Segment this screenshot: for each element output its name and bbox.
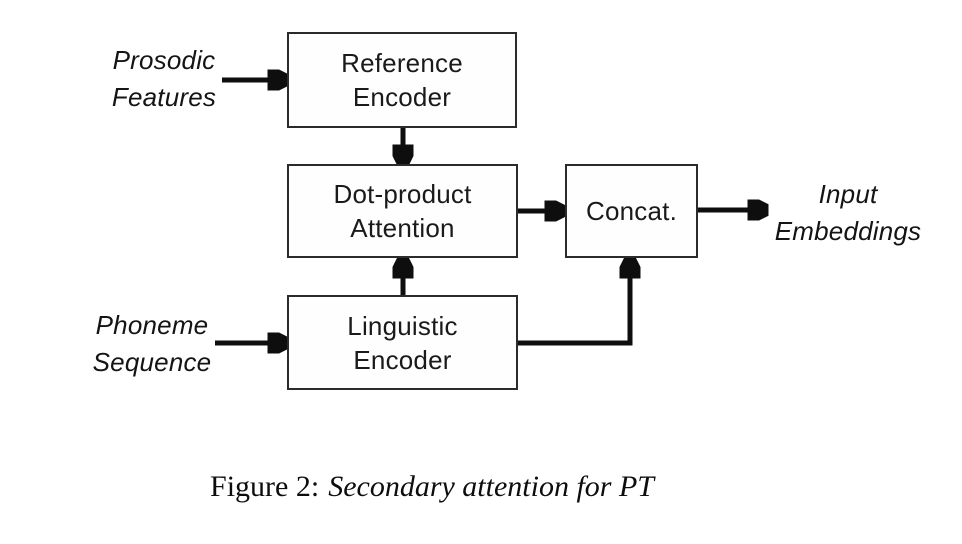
caption-prefix: Figure 2:: [210, 470, 320, 503]
node-label-line: Linguistic: [347, 310, 458, 341]
node-dot-product-attention: Dot-product Attention: [287, 164, 518, 258]
label-line: Input: [818, 179, 878, 209]
label-line: Sequence: [92, 347, 212, 377]
node-label-line: Attention: [350, 213, 455, 243]
node-label-line: Encoder: [352, 82, 452, 112]
node-label-line: Encoder: [353, 344, 452, 375]
label-line: Phoneme: [95, 310, 209, 340]
arrow-linguistic-encoder-to-concat: [518, 264, 630, 346]
label-line: Embeddings: [774, 216, 922, 246]
label-input-embeddings: Input Embeddings: [756, 176, 940, 250]
label-prosodic-features: Prosodic Features: [78, 42, 250, 116]
node-label-line: Reference: [341, 48, 463, 78]
node-reference-encoder: Reference Encoder: [287, 32, 517, 128]
node-label-line: Dot-product: [333, 179, 472, 209]
label-line: Prosodic: [112, 45, 216, 75]
node-linguistic-encoder: Linguistic Encoder: [287, 295, 518, 390]
figure-caption: Figure 2:Secondary attention for PT: [0, 470, 864, 504]
node-concat: Concat.: [565, 164, 698, 258]
label-line: Features: [111, 82, 217, 112]
caption-title: Secondary attention for PT: [328, 470, 654, 503]
label-phoneme-sequence: Phoneme Sequence: [66, 307, 238, 381]
node-label-line: Concat.: [585, 196, 677, 226]
